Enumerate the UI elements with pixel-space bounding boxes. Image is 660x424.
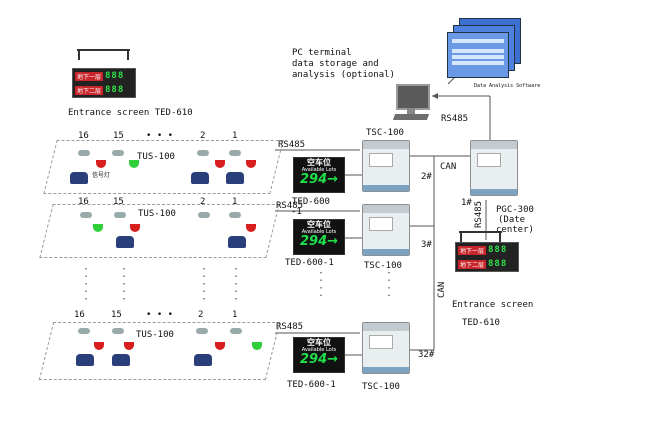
sensor-icon <box>229 212 241 218</box>
sensor-icon <box>78 328 90 334</box>
led-display-3: 空车位 Available Lots 294→ <box>293 337 345 373</box>
sensor-icon <box>198 212 210 218</box>
red-light-icon <box>246 160 256 168</box>
red-light-icon <box>96 160 106 168</box>
led-display-2: 空车位 Available Lots 294→ <box>293 219 345 255</box>
address-label: 32# <box>418 350 435 360</box>
rs485-label: RS485 <box>276 201 304 211</box>
spot-num: 16 <box>78 197 89 207</box>
pgc-label-2: (Date <box>498 215 526 225</box>
entrance-screen-right-model: TED-610 <box>462 318 500 328</box>
green-light-icon <box>93 224 103 232</box>
sensor-icon <box>230 328 242 334</box>
car-icon <box>194 354 212 366</box>
spot-num: 15 <box>111 310 122 320</box>
sensor-icon <box>114 212 126 218</box>
red-light-icon <box>94 342 104 350</box>
spot-num: 2 <box>198 310 204 320</box>
spot-ellipsis: • • • <box>146 310 174 320</box>
address-label: 2# <box>421 172 432 182</box>
spot-num: 15 <box>113 197 124 207</box>
red-light-icon <box>215 342 225 350</box>
car-icon <box>116 236 134 248</box>
led-display-1: 空车位 Available Lots 294→ <box>293 157 345 193</box>
spot-num: 16 <box>78 131 89 141</box>
can-label: CAN <box>440 162 457 172</box>
car-icon <box>76 354 94 366</box>
pc-computer-icon <box>390 82 434 122</box>
ted-label: TED-600-1 <box>287 380 336 390</box>
pgc-label-1: PGC-300 <box>496 205 534 215</box>
sensor-icon <box>229 150 241 156</box>
red-light-icon <box>130 224 140 232</box>
red-light-icon <box>124 342 134 350</box>
rs485-label: RS485 <box>441 114 469 124</box>
tsc-label: TSC-100 <box>362 382 400 392</box>
rs485-label: RS485 <box>276 322 304 332</box>
green-light-icon <box>252 342 262 350</box>
ted-label: TED-600 <box>292 197 330 207</box>
green-light-icon <box>129 160 139 168</box>
software-screenshot <box>445 18 521 78</box>
rs485-vertical-label: RS485 <box>474 200 484 228</box>
spot-num: 2 <box>200 131 206 141</box>
sensor-icon <box>196 328 208 334</box>
spot-num: 2 <box>200 197 206 207</box>
spot-num: 1 <box>232 131 238 141</box>
car-icon <box>228 236 246 248</box>
car-icon <box>226 172 244 184</box>
signal-label: 信号灯 <box>92 172 111 179</box>
tsc-label: TSC-100 <box>364 261 402 271</box>
tus-label: TUS-100 <box>138 209 176 219</box>
spot-num: 15 <box>113 131 124 141</box>
rs485-label: RS485 <box>278 140 306 150</box>
sensor-icon <box>197 150 209 156</box>
sensor-icon <box>78 150 90 156</box>
sensor-icon <box>112 150 124 156</box>
spot-ellipsis: • • • <box>146 131 174 141</box>
software-label: Data Analysis Software <box>474 83 541 89</box>
ted-label-suffix: -1 <box>291 207 302 217</box>
entrance-screen-right-label: Entrance screen <box>452 300 534 310</box>
tus-label: TUS-100 <box>137 152 175 162</box>
sensor-icon <box>80 212 92 218</box>
address-label: 3# <box>421 240 432 250</box>
spot-num: 1 <box>232 197 238 207</box>
pgc-controller <box>470 140 518 196</box>
car-icon <box>70 172 88 184</box>
car-icon <box>191 172 209 184</box>
ted-label: TED-600-1 <box>285 258 334 268</box>
spot-num: 16 <box>74 310 85 320</box>
entrance-screen-top-label: Entrance screen TED-610 <box>68 108 193 118</box>
tsc-controller-1 <box>362 140 410 192</box>
pc-label-1: PC terminal <box>292 48 352 58</box>
red-light-icon <box>215 160 225 168</box>
pgc-label-3: center) <box>496 225 534 235</box>
sensor-icon <box>112 328 124 334</box>
tus-label: TUS-100 <box>136 330 174 340</box>
can-vertical-label: CAN <box>437 281 447 298</box>
address-label: 1# <box>461 198 472 208</box>
spot-num: 1 <box>232 310 238 320</box>
tsc-controller-2 <box>362 204 410 256</box>
pc-label-3: analysis (optional) <box>292 70 395 80</box>
tsc-label: TSC-100 <box>366 128 404 138</box>
tsc-controller-3 <box>362 322 410 374</box>
pc-label-2: data storage and <box>292 59 379 69</box>
red-light-icon <box>246 224 256 232</box>
car-icon <box>112 354 130 366</box>
